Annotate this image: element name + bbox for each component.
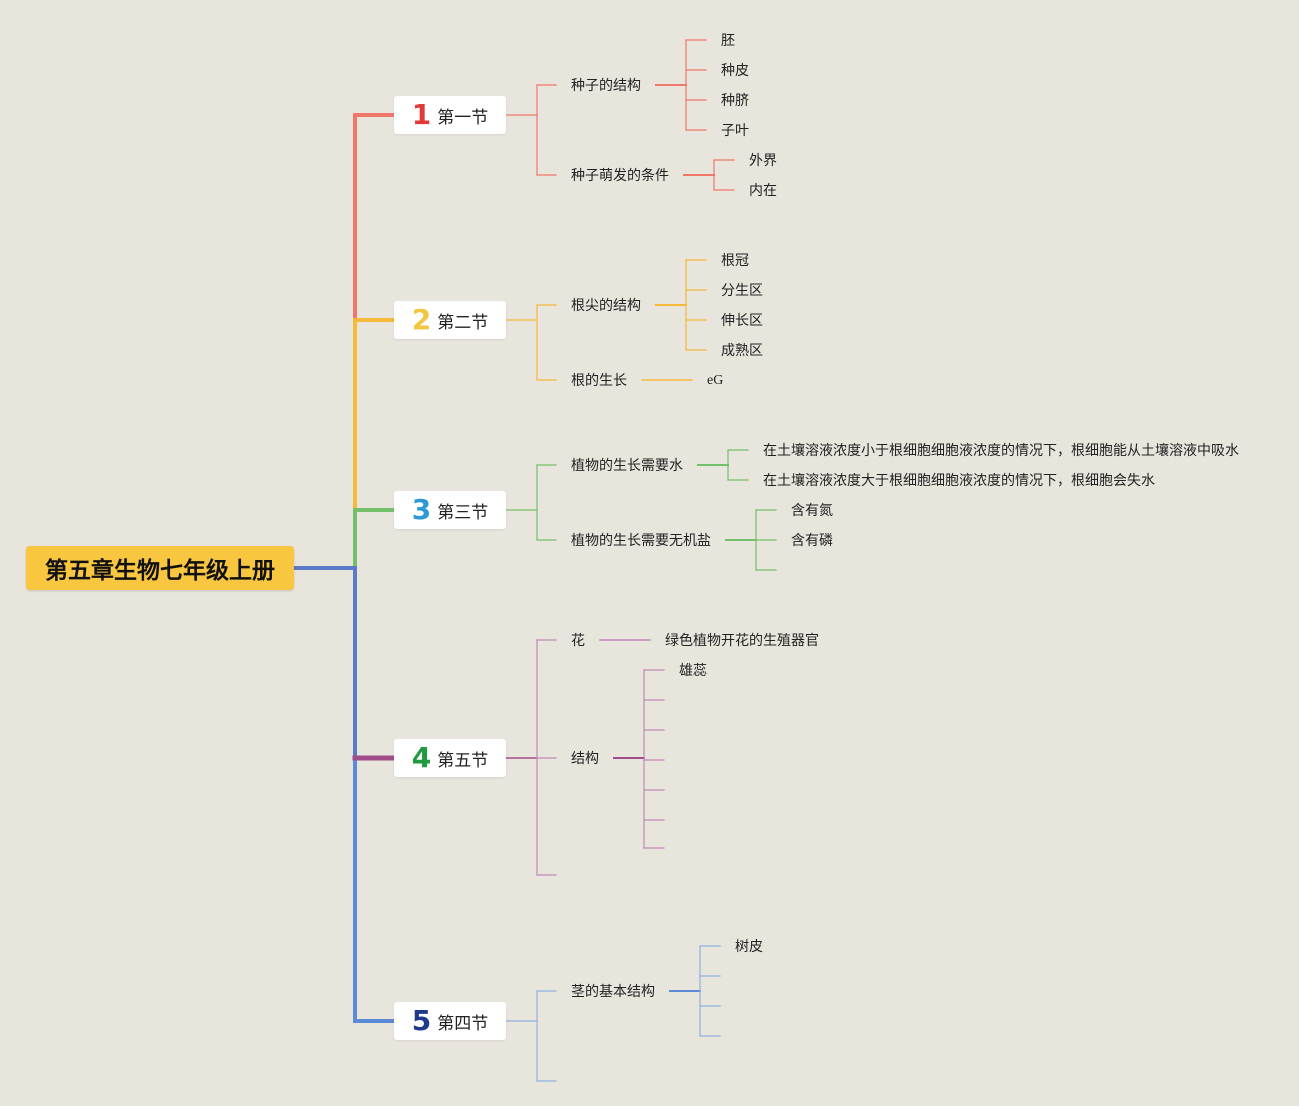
section-number-1: 1 [411,98,432,131]
leaf-water-loss[interactable]: 在土壤溶液浓度大于根细胞细胞液浓度的情况下，根细胞会失水 [763,473,1155,489]
leaf-seed-coat[interactable]: 种皮 [721,63,749,79]
section-number-4: 4 [411,741,432,774]
section-label-2: 第二节 [437,312,489,333]
section-label-5: 第四节 [437,1013,489,1034]
leaf-meristem[interactable]: 分生区 [721,283,763,299]
section-node-1[interactable]: 1 第一节 [394,96,506,134]
section-node-5[interactable]: 5 第四节 [394,1002,506,1040]
section-number-2: 2 [411,303,432,336]
leaf-phosphorus[interactable]: 含有磷 [791,533,833,549]
topic-minerals[interactable]: 植物的生长需要无机盐 [571,533,711,549]
topic-flower[interactable]: 花 [571,633,585,649]
leaf-root-cap[interactable]: 根冠 [721,253,749,269]
section-node-4[interactable]: 4 第五节 [394,739,506,777]
leaf-hilum[interactable]: 种脐 [721,93,749,109]
leaf-internal[interactable]: 内在 [749,183,777,199]
leaf-cotyledon[interactable]: 子叶 [721,123,749,139]
leaf-stamen[interactable]: 雄蕊 [679,663,707,679]
section-node-3[interactable]: 3 第三节 [394,491,506,529]
root-topic[interactable]: 第五章生物七年级上册 [26,546,294,590]
section-label-1: 第一节 [437,107,489,128]
section-number-3: 3 [411,493,432,526]
leaf-embryo[interactable]: 胚 [721,33,735,49]
topic-water[interactable]: 植物的生长需要水 [571,458,683,474]
root-topic-label: 第五章生物七年级上册 [45,558,275,584]
topic-germination[interactable]: 种子萌发的条件 [571,168,669,184]
topic-seed-structure[interactable]: 种子的结构 [571,78,641,94]
leaf-bark[interactable]: 树皮 [735,939,763,955]
topic-root-tip[interactable]: 根尖的结构 [571,298,641,314]
leaf-eg[interactable]: eG [707,373,724,388]
leaf-flower-def[interactable]: 绿色植物开花的生殖器官 [665,633,819,649]
topic-stem-structure[interactable]: 茎的基本结构 [571,984,655,1000]
leaf-nitrogen[interactable]: 含有氮 [791,503,833,519]
leaf-elongation[interactable]: 伸长区 [721,313,763,329]
leaf-maturation[interactable]: 成熟区 [721,343,763,359]
section-label-3: 第三节 [437,502,489,523]
section-number-5: 5 [411,1004,432,1037]
leaf-external[interactable]: 外界 [749,153,777,169]
section-node-2[interactable]: 2 第二节 [394,301,506,339]
topic-root-growth[interactable]: 根的生长 [571,373,627,389]
leaf-water-absorb[interactable]: 在土壤溶液浓度小于根细胞细胞液浓度的情况下，根细胞能从土壤溶液中吸水 [763,443,1239,459]
section-label-4: 第五节 [437,750,489,771]
topic-flower-structure[interactable]: 结构 [571,751,599,767]
